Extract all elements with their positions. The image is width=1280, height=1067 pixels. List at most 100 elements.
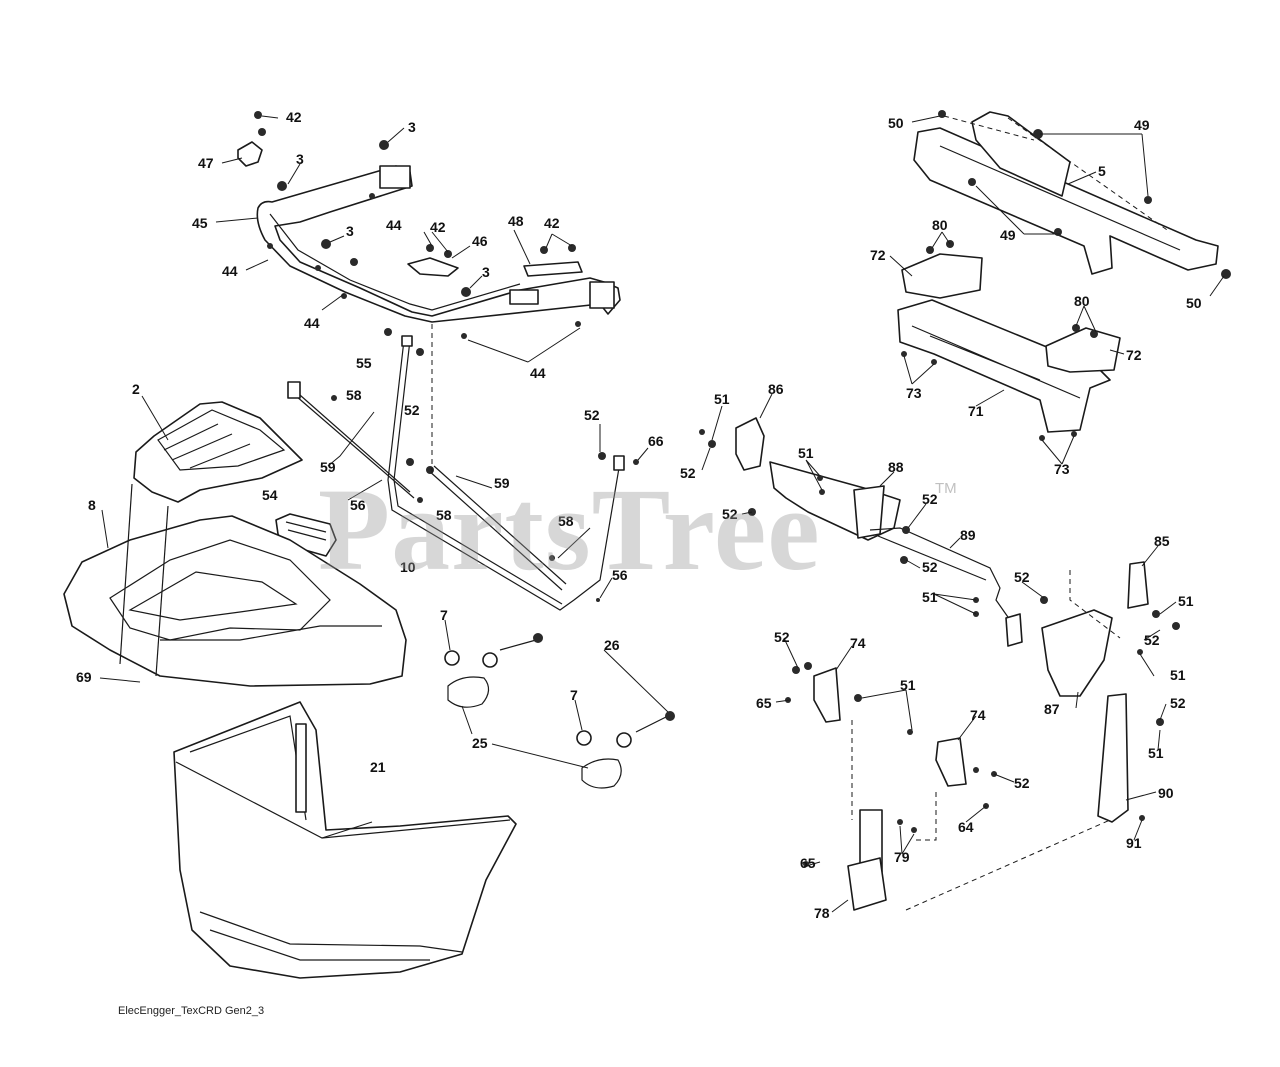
callout-80[interactable]: 80	[932, 217, 948, 233]
callout-66[interactable]: 66	[648, 433, 664, 449]
callout-44[interactable]: 44	[386, 217, 402, 233]
callout-47[interactable]: 47	[198, 155, 214, 171]
actuator-78	[847, 857, 887, 911]
callout-56[interactable]: 56	[612, 567, 628, 583]
callout-73[interactable]: 73	[1054, 461, 1070, 477]
callout-51[interactable]: 51	[1178, 593, 1194, 609]
lift-rod-assembly[interactable]	[287, 335, 625, 611]
catcher-bag-21[interactable]	[173, 701, 517, 979]
callout-42[interactable]: 42	[430, 219, 446, 235]
callout-51[interactable]: 51	[922, 589, 938, 605]
callout-51[interactable]: 51	[1148, 745, 1164, 761]
callout-55[interactable]: 55	[356, 355, 372, 371]
rod-end-58	[287, 381, 301, 399]
rod-top-end	[401, 335, 413, 347]
callout-50[interactable]: 50	[1186, 295, 1202, 311]
callout-49[interactable]: 49	[1000, 227, 1016, 243]
callout-3[interactable]: 3	[346, 223, 354, 239]
callout-51[interactable]: 51	[900, 677, 916, 693]
callout-78[interactable]: 78	[814, 905, 830, 921]
callout-25[interactable]: 25	[472, 735, 488, 751]
callout-10[interactable]: 10	[400, 559, 416, 575]
callout-65[interactable]: 65	[800, 855, 816, 871]
callout-46[interactable]: 46	[472, 233, 488, 249]
frame-mount-plate	[509, 289, 539, 305]
callout-3[interactable]: 3	[482, 264, 490, 280]
latch-assembly-lower[interactable]	[576, 711, 675, 789]
callout-88[interactable]: 88	[888, 459, 904, 475]
callout-58[interactable]: 58	[436, 507, 452, 523]
callout-52[interactable]: 52	[404, 402, 420, 418]
callout-50[interactable]: 50	[888, 115, 904, 131]
callout-87[interactable]: 87	[1044, 701, 1060, 717]
callout-52[interactable]: 52	[584, 407, 600, 423]
callout-3[interactable]: 3	[408, 119, 416, 135]
callout-52[interactable]: 52	[1170, 695, 1186, 711]
bracket-87	[1041, 609, 1113, 697]
callout-52[interactable]: 52	[774, 629, 790, 645]
callout-65[interactable]: 65	[756, 695, 772, 711]
callout-48[interactable]: 48	[508, 213, 524, 229]
callout-7[interactable]: 7	[570, 687, 578, 703]
callout-58[interactable]: 58	[558, 513, 574, 529]
callout-59[interactable]: 59	[494, 475, 510, 491]
bracket-88	[853, 485, 885, 539]
callout-72[interactable]: 72	[870, 247, 886, 263]
callout-52[interactable]: 52	[922, 559, 938, 575]
callout-52[interactable]: 52	[922, 491, 938, 507]
callout-7[interactable]: 7	[440, 607, 448, 623]
callout-72[interactable]: 72	[1126, 347, 1142, 363]
upper-cover-2[interactable]	[133, 401, 303, 503]
callout-42[interactable]: 42	[544, 215, 560, 231]
callout-56[interactable]: 56	[350, 497, 366, 513]
mounting-rail-5[interactable]	[913, 111, 1219, 275]
callout-54[interactable]: 54	[262, 487, 278, 503]
bracket-47[interactable]	[237, 141, 263, 167]
callout-52[interactable]: 52	[1014, 569, 1030, 585]
callout-49[interactable]: 49	[1134, 117, 1150, 133]
callout-52[interactable]: 52	[1014, 775, 1030, 791]
callout-52[interactable]: 52	[1144, 632, 1160, 648]
callout-69[interactable]: 69	[76, 669, 92, 685]
callout-58[interactable]: 58	[346, 387, 362, 403]
callout-89[interactable]: 89	[960, 527, 976, 543]
callout-91[interactable]: 91	[1126, 835, 1142, 851]
callout-71[interactable]: 71	[968, 403, 984, 419]
mounting-frame-71[interactable]	[897, 253, 1121, 433]
callout-79[interactable]: 79	[894, 849, 910, 865]
callout-80[interactable]: 80	[1074, 293, 1090, 309]
main-hood-8[interactable]	[63, 483, 407, 687]
callout-52[interactable]: 52	[680, 465, 696, 481]
callout-45[interactable]: 45	[192, 215, 208, 231]
callout-90[interactable]: 90	[1158, 785, 1174, 801]
callout-5[interactable]: 5	[1098, 163, 1106, 179]
handle-frame-assembly[interactable]	[256, 165, 621, 323]
callout-26[interactable]: 26	[604, 637, 620, 653]
callout-3[interactable]: 3	[296, 151, 304, 167]
callout-8[interactable]: 8	[88, 497, 96, 513]
callout-42[interactable]: 42	[286, 109, 302, 125]
callout-85[interactable]: 85	[1154, 533, 1170, 549]
callout-59[interactable]: 59	[320, 459, 336, 475]
callout-51[interactable]: 51	[798, 445, 814, 461]
bracket-48[interactable]	[523, 261, 583, 277]
callout-73[interactable]: 73	[906, 385, 922, 401]
callout-74[interactable]: 74	[850, 635, 866, 651]
callout-44[interactable]: 44	[530, 365, 546, 381]
callout-51[interactable]: 51	[1170, 667, 1186, 683]
lift-linkage-assembly[interactable]	[735, 417, 1149, 697]
latch-assembly-upper[interactable]	[444, 633, 543, 708]
callout-2[interactable]: 2	[132, 381, 140, 397]
callout-74[interactable]: 74	[970, 707, 986, 723]
lower-linkage-assembly[interactable]	[813, 667, 1129, 911]
bracket-74-right	[935, 737, 967, 787]
callout-44[interactable]: 44	[222, 263, 238, 279]
callout-86[interactable]: 86	[768, 381, 784, 397]
rod-end-52	[613, 455, 625, 471]
bracket-46[interactable]	[407, 257, 459, 277]
callout-64[interactable]: 64	[958, 819, 974, 835]
callout-21[interactable]: 21	[370, 759, 386, 775]
callout-44[interactable]: 44	[304, 315, 320, 331]
callout-51[interactable]: 51	[714, 391, 730, 407]
callout-52[interactable]: 52	[722, 506, 738, 522]
